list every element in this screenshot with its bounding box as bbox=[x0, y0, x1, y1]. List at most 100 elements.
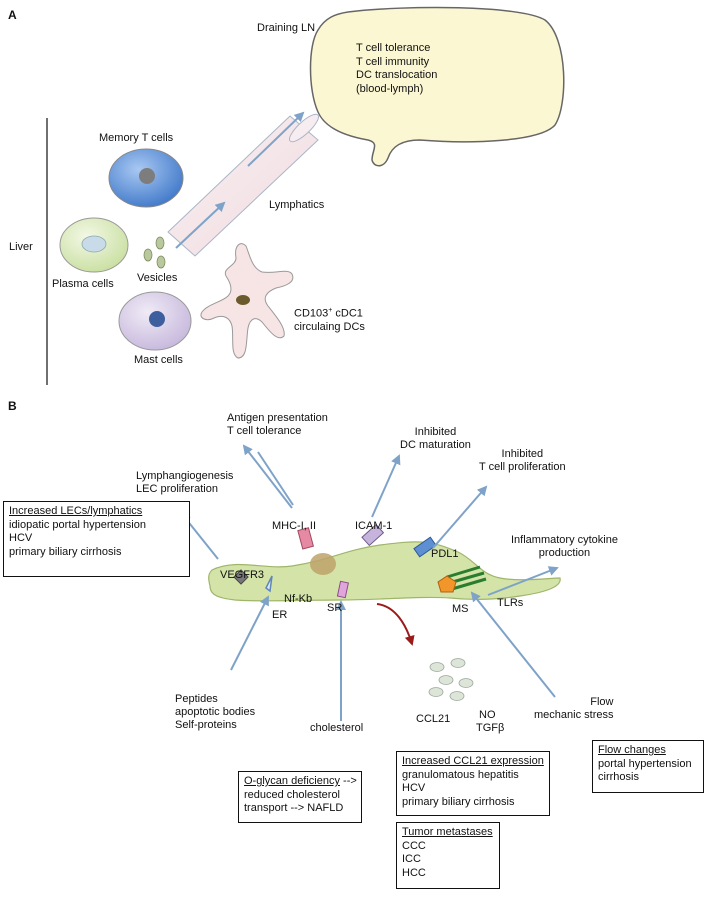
mast-cell bbox=[118, 291, 192, 351]
nfkb-label: Nf-Kb bbox=[284, 593, 313, 605]
lec-cell-group bbox=[208, 523, 561, 602]
box-flow: Flow changes portal hypertension cirrhos… bbox=[592, 740, 704, 793]
box-flow-line: portal hypertension bbox=[598, 757, 692, 770]
box-oglycan-headline: O-glycan deficiency --> bbox=[244, 775, 357, 789]
arrow-peptides bbox=[230, 595, 269, 671]
box-ccl21-line: HCV bbox=[402, 782, 426, 794]
arrow-inhibited-dc bbox=[371, 454, 401, 518]
icam-receptor bbox=[361, 523, 385, 547]
dc-label: CD103+ cDC1 circulaing DCs bbox=[294, 304, 365, 334]
dc-label-part: CD103 bbox=[294, 307, 329, 320]
box-lec: Increased LECs/lymphatics idiopatic port… bbox=[3, 501, 190, 577]
antigen-line: Antigen presentation bbox=[227, 412, 328, 424]
panel-a-label: A bbox=[8, 8, 17, 22]
box-tumor-line: ICC bbox=[402, 853, 421, 865]
lymph-flow-arrow-2 bbox=[247, 111, 305, 167]
memory-t-label: Memory T cells bbox=[99, 132, 174, 144]
lymphangio-line: Lymphangiogenesis bbox=[136, 470, 234, 482]
box-tumor: Tumor metastases CCC ICC HCC bbox=[396, 822, 500, 889]
dc-label-line2: circulaing DCs bbox=[294, 320, 365, 333]
plasma-label: Plasma cells bbox=[52, 278, 114, 290]
ms-receptor bbox=[437, 575, 457, 593]
ln-functions: T cell tolerance T cell immunity DC tran… bbox=[356, 42, 437, 96]
plasma-cell bbox=[59, 217, 129, 273]
icam-label: ICAM-1 bbox=[355, 520, 393, 532]
box-oglycan-head: O-glycan deficiency bbox=[244, 775, 340, 787]
sr-label: SR bbox=[327, 602, 343, 614]
ln-line: (blood-lymph) bbox=[356, 82, 424, 95]
inhibited-dc-label: Inhibited DC maturation bbox=[400, 426, 471, 452]
box-ccl21-line: granulomatous hepatitis bbox=[402, 768, 519, 781]
tgfb-label: TGFβ bbox=[476, 722, 505, 734]
box-tumor-line: HCC bbox=[402, 866, 426, 879]
box-oglycan: O-glycan deficiency --> reduced choleste… bbox=[238, 771, 362, 823]
dendritic-cell bbox=[200, 243, 294, 359]
sr-receptor bbox=[336, 580, 349, 599]
secretion-arrow bbox=[376, 603, 415, 646]
lymphangio-label: Lymphangiogenesis LEC proliferation bbox=[136, 470, 233, 496]
ln-line: T cell tolerance bbox=[356, 42, 431, 54]
box-ccl21-head: Increased CCL21 expression bbox=[402, 755, 544, 767]
er-receptor bbox=[265, 575, 273, 593]
arrow-inhibited-t bbox=[432, 485, 488, 549]
arrow-mhc bbox=[257, 451, 294, 506]
dc-label-sup: + bbox=[328, 307, 333, 314]
dc-label-part: cDC1 bbox=[332, 307, 363, 320]
antigen-label: Antigen presentation T cell tolerance bbox=[227, 412, 328, 438]
mhc-receptor bbox=[297, 527, 314, 550]
tlrs-label: TLRs bbox=[497, 597, 524, 609]
box-oglycan-line: transport --> NAFLD bbox=[244, 802, 344, 814]
box-ccl21: Increased CCL21 expression granulomatous… bbox=[396, 751, 550, 816]
vegfr3-label: VEGFR3 bbox=[220, 569, 265, 581]
inhibited-t-label: Inhibited T cell proliferation bbox=[479, 448, 566, 474]
arrow-antigen-presentation bbox=[242, 444, 293, 509]
secreted-molecules bbox=[428, 658, 474, 701]
ms-label: MS bbox=[452, 603, 469, 615]
flow-line: mechanic stress bbox=[534, 709, 614, 721]
pdl1-receptor bbox=[413, 536, 437, 558]
flow-label: Flow mechanic stress bbox=[534, 696, 613, 722]
box-oglycan-head-tail: --> bbox=[340, 775, 357, 787]
lec-cell-body bbox=[208, 541, 561, 602]
pdl1-label: PDL1 bbox=[431, 548, 459, 560]
ccl21-label: CCL21 bbox=[416, 713, 451, 725]
box-lec-head: Increased LECs/lymphatics bbox=[9, 505, 143, 517]
peptides-label: Peptides apoptotic bodies Self-proteins bbox=[175, 693, 255, 732]
box-tumor-line: CCC bbox=[402, 839, 426, 852]
lymphatics-label: Lymphatics bbox=[269, 199, 325, 211]
vesicles bbox=[143, 236, 166, 269]
liver-label: Liver bbox=[9, 241, 33, 253]
inhibited-t-line: Inhibited bbox=[501, 448, 544, 460]
box-lec-line: HCV bbox=[9, 532, 33, 544]
box-flow-line: cirrhosis bbox=[598, 771, 639, 783]
lymph-flow-arrow-1 bbox=[175, 201, 226, 249]
lec-nucleus bbox=[310, 553, 336, 575]
inhibited-t-line: T cell proliferation bbox=[479, 461, 566, 473]
er-label: ER bbox=[272, 609, 288, 621]
draining-ln-label: Draining LN bbox=[257, 22, 316, 34]
box-ccl21-line: primary biliary cirrhosis bbox=[402, 795, 515, 808]
mast-label: Mast cells bbox=[134, 354, 183, 366]
mhc-label: MHC-I, II bbox=[272, 520, 316, 532]
box-lec-line: primary biliary cirrhosis bbox=[9, 545, 122, 558]
lymphangio-line: LEC proliferation bbox=[136, 483, 218, 495]
arrow-inflammatory bbox=[487, 566, 559, 596]
inflammatory-label: Inflammatory cytokine production bbox=[511, 534, 618, 560]
arrow-mhc-antigen bbox=[250, 444, 292, 506]
peptides-line: apoptotic bodies bbox=[175, 706, 256, 718]
panel-b-label: B bbox=[8, 399, 17, 413]
inhibited-dc-line: DC maturation bbox=[400, 439, 471, 451]
vesicles-label: Vesicles bbox=[137, 272, 178, 284]
memory-t-cell bbox=[108, 148, 184, 208]
box-flow-head: Flow changes bbox=[598, 744, 666, 756]
ln-line: T cell immunity bbox=[356, 55, 430, 68]
peptides-line: Self-proteins bbox=[175, 719, 237, 731]
inhibited-dc-line: Inhibited bbox=[414, 426, 457, 438]
inflammatory-line: production bbox=[538, 547, 591, 559]
draining-ln-bubble bbox=[309, 6, 565, 167]
inflammatory-line: Inflammatory cytokine bbox=[511, 534, 618, 546]
ln-line: DC translocation bbox=[356, 69, 438, 81]
arrow-flow bbox=[470, 591, 556, 698]
box-oglycan-line: reduced cholesterol bbox=[244, 788, 341, 801]
